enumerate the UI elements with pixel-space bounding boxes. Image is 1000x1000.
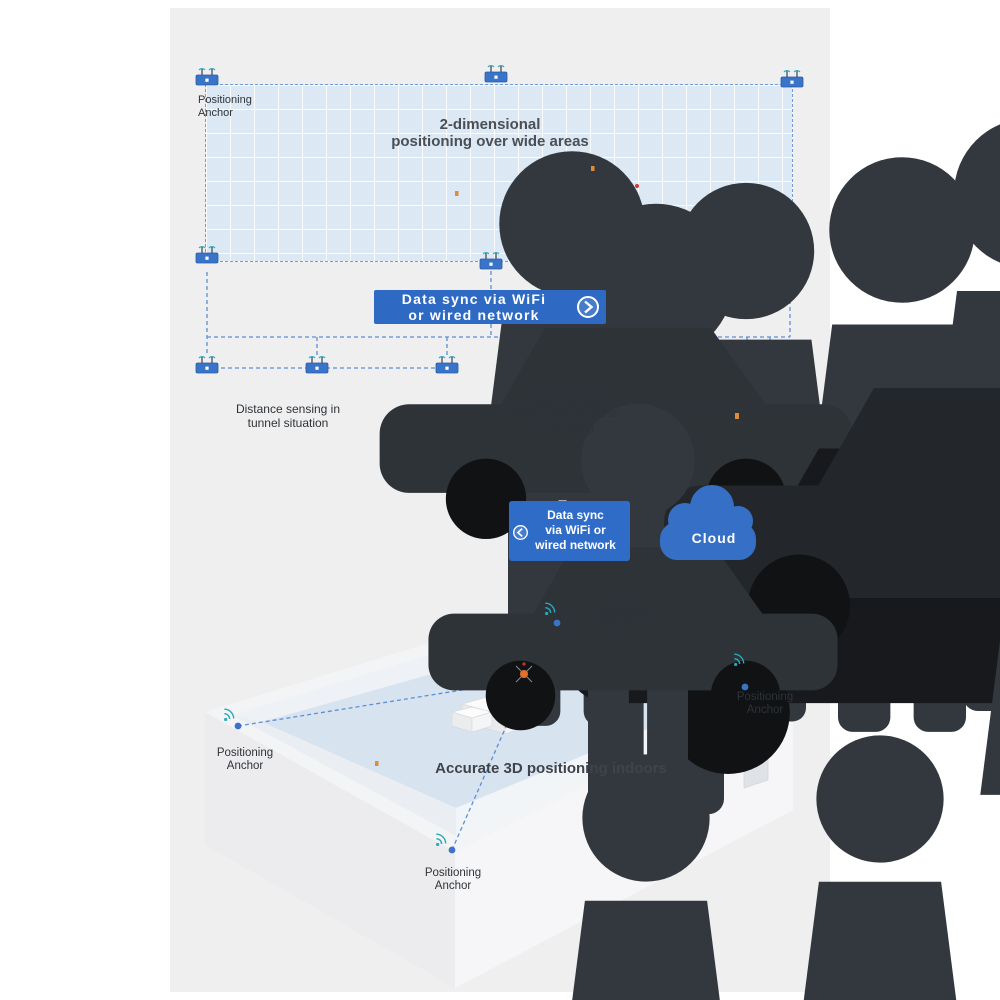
grid-people-and-cars	[380, 119, 1000, 815]
label-line: Positioning	[588, 603, 646, 615]
label-line: Indoor human	[528, 392, 604, 406]
sync-line: Data sync	[547, 508, 604, 522]
label-line: activity and liveness	[512, 406, 620, 420]
uwb-tag-icon	[515, 662, 533, 683]
label-line: Positioning	[216, 747, 274, 759]
label-line: Distance sensing in	[235, 402, 341, 416]
anchor-icon	[195, 355, 219, 374]
anchor-icon	[780, 69, 804, 88]
data-sync-box: Data sync via WiFi or wired network	[509, 501, 630, 561]
mid-people-and-cars	[428, 402, 1000, 1000]
room-inner-wall-front-left	[232, 715, 456, 836]
tunnel-sensing-label: Distance sensing in tunnel situation	[213, 402, 363, 430]
anchor-point-dot	[234, 722, 242, 730]
label-line: Anchor	[226, 760, 264, 772]
anchor-icon	[484, 64, 508, 83]
label-line: Positioning	[198, 94, 252, 106]
anchor-point-dot	[553, 619, 561, 627]
positioning-anchor-label: Positioning Anchor	[198, 94, 284, 120]
banner-line: or wired network	[408, 307, 540, 323]
cloud-icon	[660, 485, 756, 560]
label-line: Anchor	[598, 616, 636, 628]
anchor-point-dot	[741, 683, 749, 691]
taillight-accent	[635, 184, 639, 188]
label-line: tunnel situation	[247, 416, 329, 430]
room-anchors	[223, 602, 749, 854]
arrow-left-circle-icon	[513, 525, 528, 540]
grid-title: 2-dimensional positioning over wide area…	[330, 116, 650, 150]
label-line: Anchor	[434, 880, 472, 892]
label-line: Positioning	[424, 867, 482, 879]
anchor-icon	[305, 355, 329, 374]
anchor-icon	[195, 245, 219, 264]
label-line: monitoring	[537, 420, 595, 434]
sync-line: via WiFi or	[545, 523, 606, 537]
cloud-label: Cloud	[691, 530, 737, 546]
arrow-right-circle-icon	[577, 296, 599, 318]
bag-accent	[375, 761, 379, 766]
anchor-point-dot	[448, 846, 456, 854]
room-people	[375, 735, 961, 1000]
data-sync-banner: Data sync via WiFi or wired network	[374, 290, 606, 324]
bag-accent	[591, 166, 595, 171]
banner-text: Data sync via WiFi or wired network	[374, 291, 574, 323]
indoor-monitoring-label: Indoor human activity and liveness monit…	[498, 392, 634, 434]
room-anchor-label-bottom: Positioning Anchor	[410, 867, 496, 893]
room-anchor-label-right: Positioning Anchor	[722, 691, 808, 717]
label-line: Positioning	[736, 691, 794, 703]
anchor-icon	[435, 355, 459, 374]
label-line: Anchor	[746, 704, 784, 716]
bag-accent	[735, 413, 739, 419]
title-line: 2-dimensional	[439, 116, 541, 133]
room-outer-left-wall	[205, 712, 455, 988]
room-anchor-label-top: Positioning Anchor	[574, 603, 660, 629]
anchor-icon	[479, 251, 503, 270]
room-anchor-label-left: Positioning Anchor	[202, 747, 288, 773]
anchor-icon	[195, 67, 219, 86]
label-line: Anchor	[198, 107, 233, 119]
title-line: positioning over wide areas	[391, 133, 589, 150]
room-caption: Accurate 3D positioning indoors	[435, 760, 667, 777]
banner-line: Data sync via WiFi	[401, 291, 547, 307]
person-icon	[799, 735, 962, 1000]
sync-box-text: Data sync via WiFi or wired network	[509, 501, 630, 553]
bag-accent	[455, 191, 459, 196]
sync-line: wired network	[535, 538, 616, 552]
